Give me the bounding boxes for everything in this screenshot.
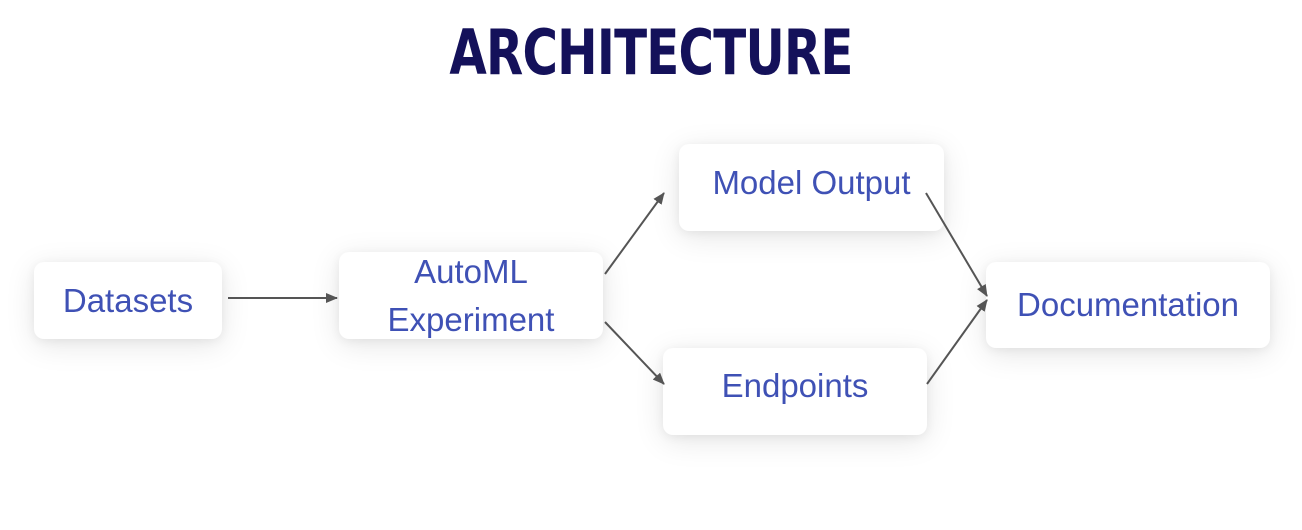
endpoints-label: Endpoints	[721, 366, 869, 404]
endpoints-node: Endpoints	[663, 348, 927, 435]
model-output-node: Model Output	[679, 144, 944, 231]
automl-experiment-node: AutoML Experiment	[339, 252, 603, 339]
automl-label-line1: AutoML	[414, 252, 528, 290]
automl-experiment-label: AutoML Experiment	[388, 248, 555, 344]
documentation-label: Documentation	[1017, 286, 1239, 323]
datasets-node: Datasets	[34, 262, 222, 339]
automl-label-line2: Experiment	[387, 300, 555, 338]
model-output-label: Model Output	[712, 163, 911, 201]
page-title: ARCHITECTURE	[449, 16, 853, 89]
edge-automl-to-endpoints	[604, 321, 665, 385]
edge-endpoints-to-documentation	[926, 299, 988, 385]
documentation-node: Documentation	[986, 262, 1270, 348]
datasets-label: Datasets	[62, 281, 194, 319]
edge-automl-to-model-output	[604, 192, 665, 275]
